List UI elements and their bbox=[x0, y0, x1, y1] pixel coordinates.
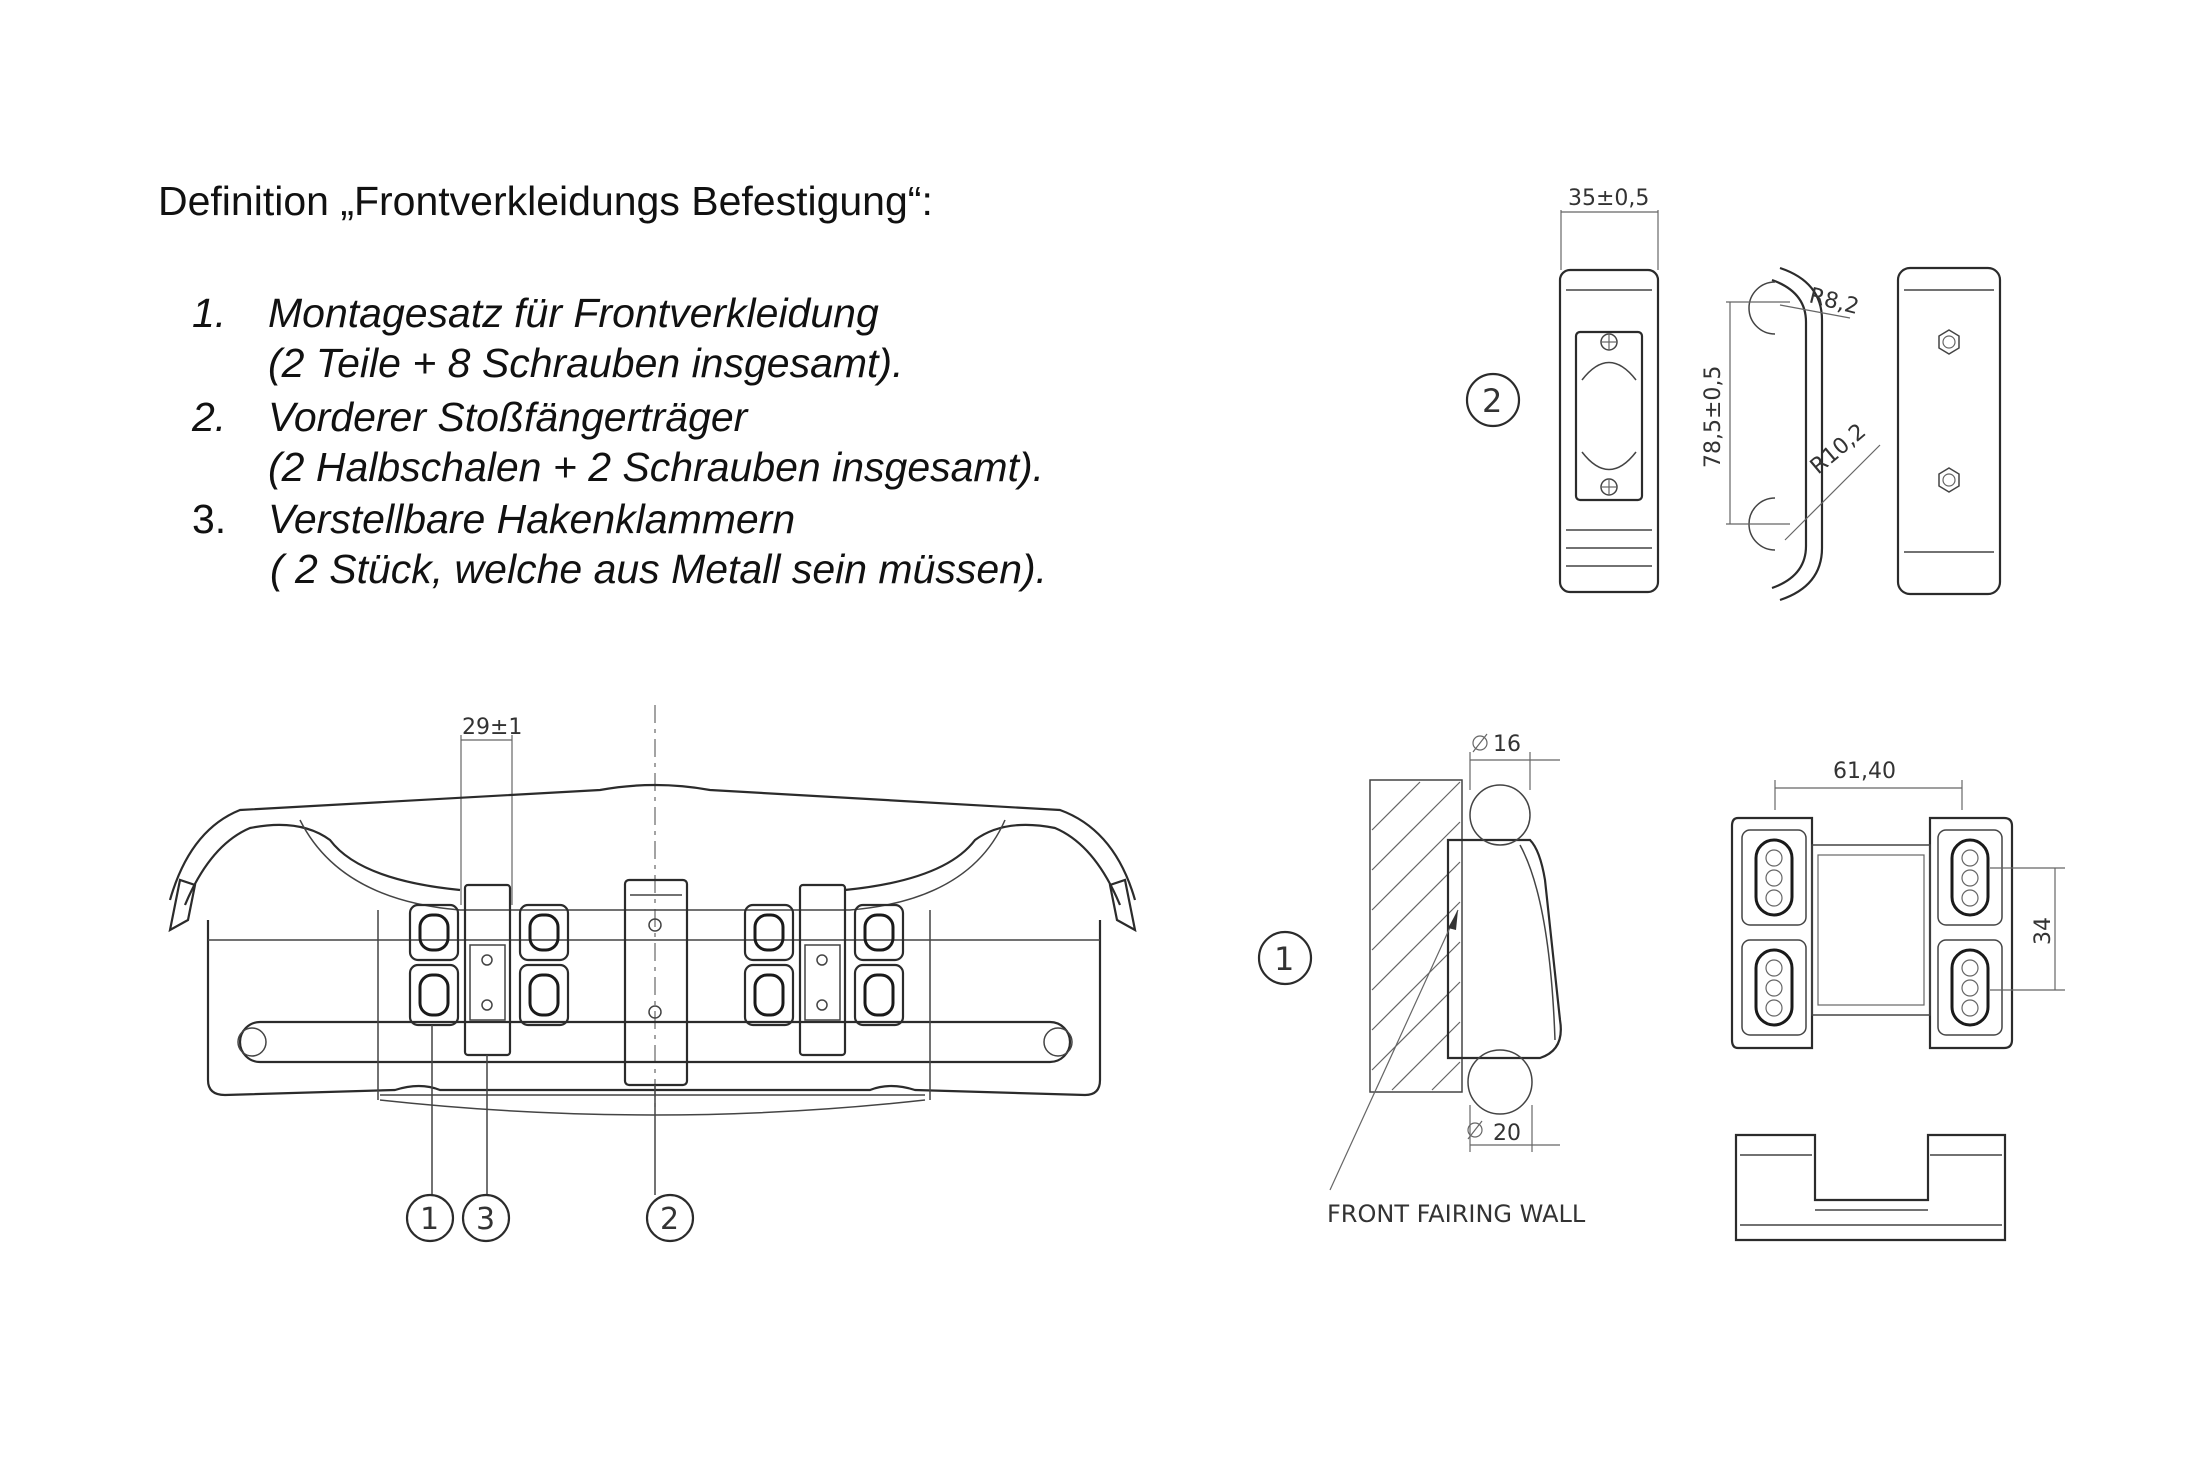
list-item-3-detail: ( 2 Stück, welche aus Metall sein müssen… bbox=[270, 546, 1048, 592]
dim-radius-8-2: R8,2 bbox=[1807, 284, 1862, 320]
callout-2-label: 2 bbox=[1482, 382, 1502, 420]
part-2-drawing: 35±0,5 2 78,5±0,5 R8,2 R10,2 bbox=[1465, 186, 2002, 602]
bumper-bracket bbox=[623, 878, 689, 1087]
dim-diameter-16: 16 bbox=[1493, 732, 1521, 757]
callout-3-label: 3 bbox=[476, 1202, 495, 1237]
front-fairing-wall-label: FRONT FAIRING WALL bbox=[1327, 1200, 1586, 1228]
callout-2-circle bbox=[1465, 372, 1521, 428]
dim-height-34: 34 bbox=[2031, 917, 2056, 945]
dim-spacing-61-40: 61,40 bbox=[1833, 759, 1896, 784]
list-item-3: 3. Verstellbare Hakenklammern ( 2 Stück,… bbox=[192, 496, 1047, 592]
hex-bolt-icon bbox=[1938, 329, 1960, 355]
definition-heading: Definition „Frontverkleidungs Befestigun… bbox=[158, 178, 933, 224]
mounting-kit-clip bbox=[743, 903, 795, 1027]
callout-1-circle bbox=[405, 1193, 455, 1243]
part-1-section: 1 16 20 bbox=[1257, 732, 1586, 1228]
callout-1-label: 1 bbox=[420, 1202, 439, 1237]
callout-3-circle bbox=[461, 1193, 511, 1243]
assembly-drawing: 29±1 bbox=[168, 705, 1137, 1243]
mounting-kit-clip bbox=[518, 903, 570, 1027]
list-item-1-detail: (2 Teile + 8 Schrauben insgesamt). bbox=[268, 340, 904, 386]
mounting-kit-clip bbox=[853, 903, 905, 1027]
list-item-1: 1. Montagesatz für Frontverkleidung (2 T… bbox=[192, 290, 903, 386]
list-item-1-title: Montagesatz für Frontverkleidung bbox=[268, 290, 879, 336]
hex-bolt-icon bbox=[1938, 467, 1960, 493]
dim-width-35: 35±0,5 bbox=[1568, 186, 1649, 211]
list-item-3-title: Verstellbare Hakenklammern bbox=[268, 496, 796, 542]
dim-diameter-20: 20 bbox=[1493, 1121, 1521, 1146]
callout-2b-circle bbox=[645, 1193, 695, 1243]
mounting-kit-views: 61,40 34 bbox=[1730, 759, 2065, 1242]
dim-radius-10-2: R10,2 bbox=[1806, 419, 1871, 479]
callout-1b-circle bbox=[1257, 930, 1313, 986]
dim-height-78-5: 78,5±0,5 bbox=[1701, 366, 1726, 468]
list-item-1-number: 1. bbox=[192, 290, 227, 336]
list-item-2-title: Vorderer Stoßfängerträger bbox=[268, 394, 748, 440]
list-item-2-detail: (2 Halbschalen + 2 Schrauben insgesamt). bbox=[268, 444, 1045, 490]
hook-clamp bbox=[798, 883, 847, 1057]
dim-spacing-29: 29±1 bbox=[462, 715, 522, 740]
list-item-2-number: 2. bbox=[192, 394, 227, 440]
list-item-3-number: 3. bbox=[192, 496, 227, 542]
mounting-kit-clip bbox=[408, 903, 460, 1027]
callout-1b-label: 1 bbox=[1274, 940, 1294, 978]
list-item-2: 2. Vorderer Stoßfängerträger (2 Halbscha… bbox=[192, 394, 1044, 490]
callout-2b-label: 2 bbox=[660, 1202, 679, 1237]
